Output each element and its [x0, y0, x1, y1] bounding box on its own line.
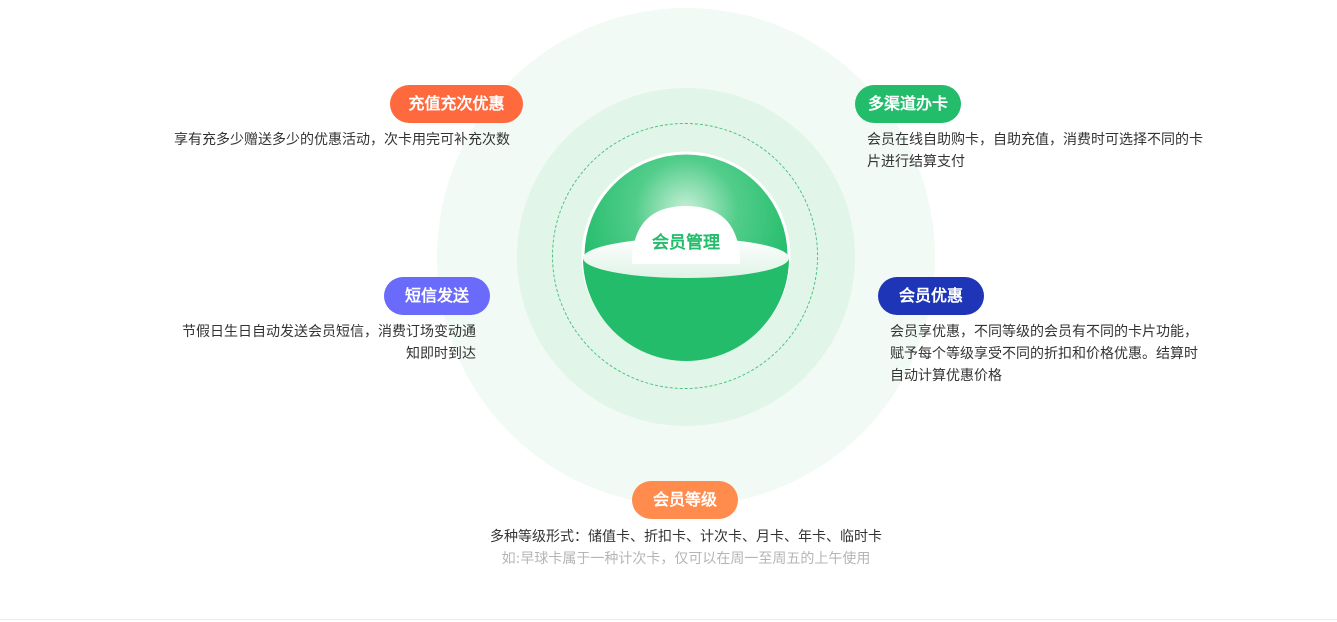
- center-title: 会员管理: [652, 232, 720, 253]
- sphere-lower-half: [583, 258, 789, 361]
- center-sphere: 会员管理: [581, 151, 791, 361]
- desc-channels: 会员在线自助购卡，自助充值，消费时可选择不同的卡 片进行结算支付: [867, 129, 1237, 173]
- badge-channels: 多渠道办卡: [855, 85, 961, 123]
- badge-sms: 短信发送: [384, 277, 490, 315]
- desc-sms-line-1: 节假日生日自动发送会员短信，消费订场变动通: [182, 324, 476, 340]
- desc-discount-line-3: 自动计算优惠价格: [890, 368, 1002, 384]
- dashed-ring: [552, 123, 818, 389]
- sphere-dome: [632, 206, 740, 264]
- desc-sms-line-2: 知即时到达: [406, 346, 476, 362]
- desc-channels-line-2: 片进行结算支付: [867, 154, 965, 170]
- desc-discount-line-2: 赋予每个等级享受不同的折扣和价格优惠。结算时: [890, 346, 1198, 362]
- desc-levels-line-1: 多种等级形式：储值卡、折扣卡、计次卡、月卡、年卡、临时卡: [490, 529, 882, 545]
- badge-recharge: 充值充次优惠: [390, 85, 523, 123]
- desc-recharge-line-1: 享有充多少赠送多少的优惠活动，次卡用完可补充次数: [174, 132, 510, 148]
- desc-channels-line-1: 会员在线自助购卡，自助充值，消费时可选择不同的卡: [867, 132, 1203, 148]
- desc-recharge: 享有充多少赠送多少的优惠活动，次卡用完可补充次数: [140, 129, 510, 151]
- badge-discount: 会员优惠: [878, 277, 984, 315]
- bottom-divider: [0, 619, 1337, 620]
- desc-levels-note: 如:早球卡属于一种计次卡，仅可以在周一至周五的上午使用: [501, 551, 871, 567]
- desc-discount: 会员享优惠，不同等级的会员有不同的卡片功能， 赋予每个等级享受不同的折扣和价格优…: [890, 321, 1230, 387]
- badge-levels: 会员等级: [632, 481, 738, 519]
- desc-sms: 节假日生日自动发送会员短信，消费订场变动通 知即时到达: [126, 321, 476, 365]
- desc-discount-line-1: 会员享优惠，不同等级的会员有不同的卡片功能，: [890, 324, 1198, 340]
- desc-levels: 多种等级形式：储值卡、折扣卡、计次卡、月卡、年卡、临时卡 如:早球卡属于一种计次…: [386, 526, 986, 570]
